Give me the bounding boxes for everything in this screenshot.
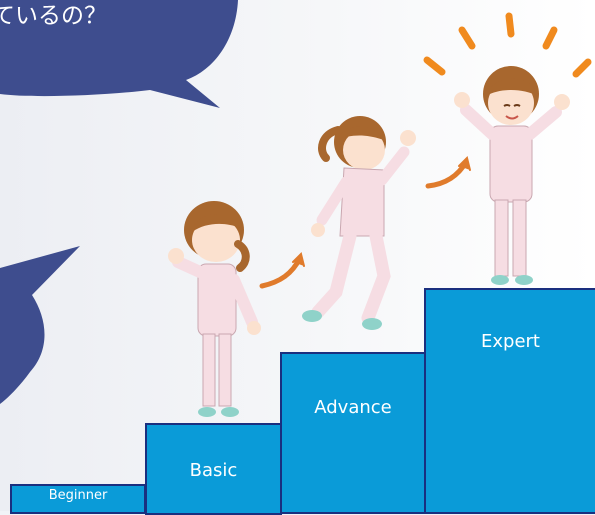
nurse-cheering-figure — [454, 66, 570, 285]
speech-bubble-bottom — [0, 246, 80, 404]
step-label-beginner: Beginner — [48, 488, 108, 503]
speech-bubble-top — [0, 0, 238, 108]
step-label-expert: Expert — [481, 331, 540, 352]
step-advance: Advance — [280, 352, 426, 514]
step-label-advance: Advance — [314, 397, 392, 418]
step-expert: Expert — [424, 288, 595, 514]
step-label-basic: Basic — [189, 460, 238, 481]
nurse-jumping-figure — [302, 116, 416, 330]
speech-bubble-text: ているの？ — [0, 3, 107, 29]
progress-arrow-icon — [259, 156, 471, 289]
nurse-waving-figure — [168, 201, 261, 417]
sparkle-burst-icon — [423, 12, 592, 78]
step-beginner: Beginner — [10, 484, 146, 514]
step-basic: Basic — [145, 423, 282, 515]
